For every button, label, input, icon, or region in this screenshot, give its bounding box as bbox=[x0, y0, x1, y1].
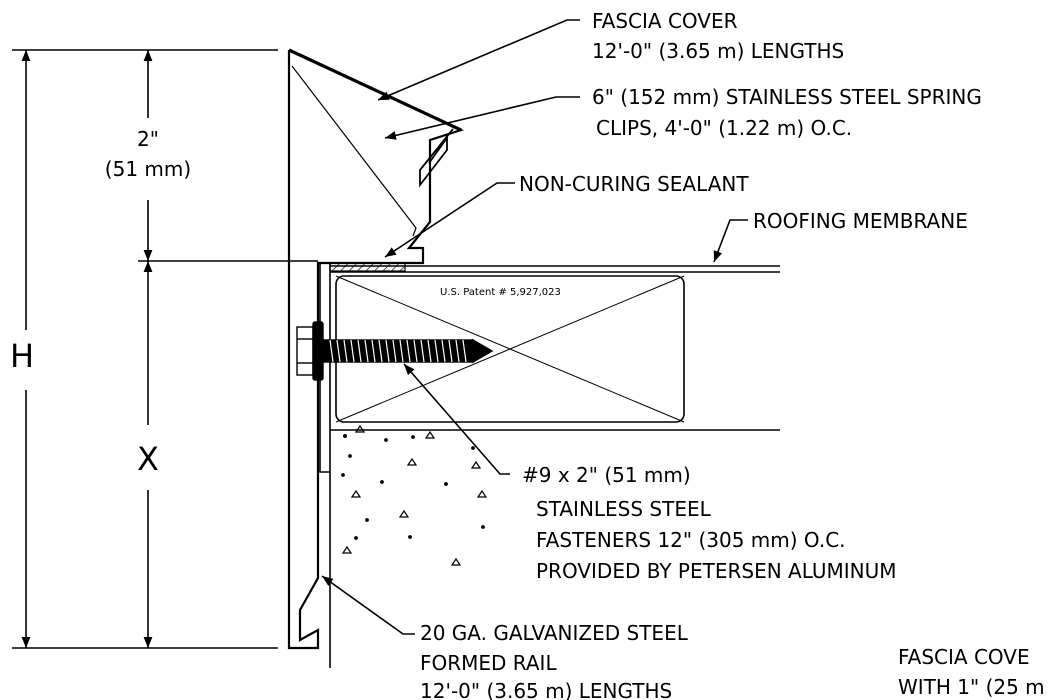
dimension-two-inch-label: 2" bbox=[137, 127, 159, 151]
sealant-label: NON-CURING SEALANT bbox=[519, 172, 749, 196]
roofing-membrane bbox=[330, 265, 780, 273]
spring-clip-label-1: 6" (152 mm) STAINLESS STEEL SPRING bbox=[592, 85, 982, 109]
dimension-two-inch-metric: (51 mm) bbox=[105, 157, 191, 181]
concrete-deck bbox=[341, 424, 488, 566]
sealant-bead bbox=[329, 262, 406, 272]
dimension-h-label: H bbox=[10, 337, 34, 375]
insulation-block bbox=[330, 275, 780, 431]
spring-clip bbox=[419, 128, 454, 188]
dimension-x-label: X bbox=[137, 440, 159, 478]
fastener-label-4: PROVIDED BY PETERSEN ALUMINUM bbox=[536, 559, 897, 583]
dimension-two-inch bbox=[138, 50, 318, 262]
fascia-cover-label-2: 12'-0" (3.65 m) LENGTHS bbox=[592, 39, 844, 63]
spring-clip-label-2: CLIPS, 4'-0" (1.22 m) O.C. bbox=[596, 116, 852, 140]
cover-note-label-1: FASCIA COVE bbox=[898, 645, 1030, 669]
membrane-label: ROOFING MEMBRANE bbox=[753, 209, 968, 233]
rail-label-2: FORMED RAIL bbox=[420, 651, 557, 675]
fastener-label-1: #9 x 2" (51 mm) bbox=[522, 463, 691, 487]
fastener-label-2: STAINLESS STEEL bbox=[536, 497, 712, 521]
patent-text: U.S. Patent # 5,927,023 bbox=[440, 287, 561, 298]
cover-note-label-2: WITH 1" (25 m bbox=[898, 675, 1045, 699]
rail-label-1: 20 GA. GALVANIZED STEEL bbox=[420, 621, 689, 645]
rail-label-3: 12'-0" (3.65 m) LENGTHS bbox=[420, 679, 672, 700]
fastener-label-3: FASTENERS 12" (305 mm) O.C. bbox=[536, 528, 846, 552]
leader-lines bbox=[321, 19, 748, 635]
fascia-cover bbox=[287, 48, 464, 650]
fascia-cover-label-1: FASCIA COVER bbox=[592, 9, 738, 33]
fastener bbox=[296, 321, 494, 381]
